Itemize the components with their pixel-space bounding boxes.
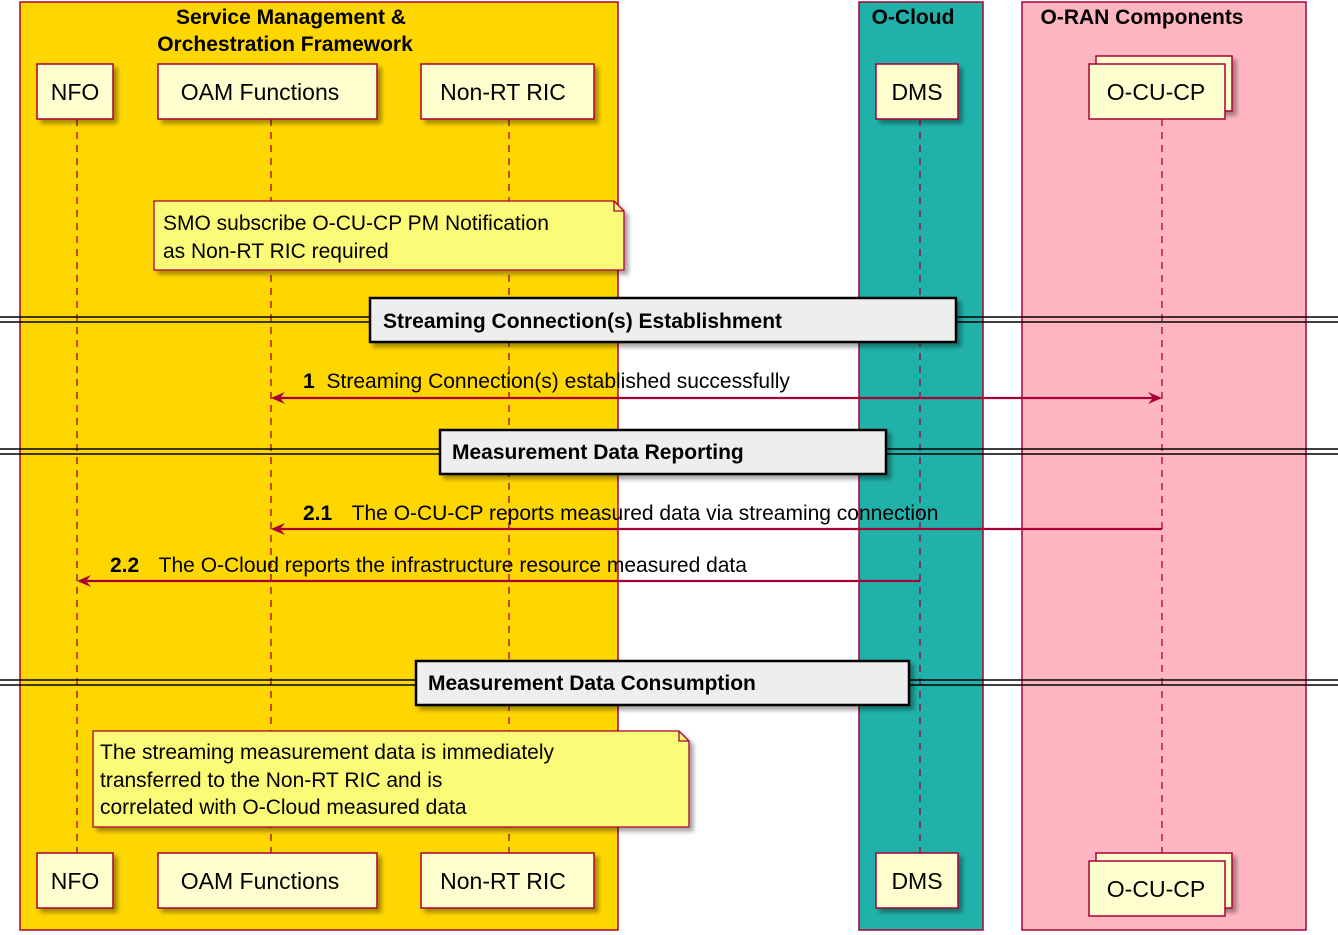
message-2-2-text: The O-Cloud reports the infrastructure r… <box>159 554 748 577</box>
participant-nrt-bottom-label: Non-RT RIC <box>440 868 566 894</box>
participant-oam-bottom-label: OAM Functions <box>181 868 340 894</box>
message-2-2: 2.2 The O-Cloud reports the infrastructu… <box>77 554 920 587</box>
message-1-number: 1 <box>303 370 315 393</box>
divider-measurement-consumption: Measurement Data Consumption <box>0 659 1338 707</box>
participant-dms-bottom-label: DMS <box>891 868 942 894</box>
note-consumption: The streaming measurement data is immedi… <box>92 730 690 828</box>
group-smo-title-1: Service Management & <box>176 6 406 29</box>
participant-nrt-top: Non-RT RIC <box>420 63 595 120</box>
note-consumption-line1: The streaming measurement data is immedi… <box>100 741 555 764</box>
divider-measurement-reporting: Measurement Data Reporting <box>0 428 1338 476</box>
divider-streaming-establishment-label: Streaming Connection(s) Establishment <box>383 310 782 333</box>
note-subscribe-line2: as Non-RT RIC required <box>163 240 389 263</box>
message-2-1-number: 2.1 <box>303 502 333 525</box>
participant-ocucp-bottom: O-CU-CP <box>1088 852 1233 917</box>
group-smo-title-2: Orchestration Framework <box>157 33 413 56</box>
participant-ocucp-label: O-CU-CP <box>1107 79 1205 105</box>
participant-nfo-top: NFO <box>36 63 114 120</box>
participant-nrt-bottom: Non-RT RIC <box>420 852 595 909</box>
participant-oam-label: OAM Functions <box>181 79 340 105</box>
participant-nrt-label: Non-RT RIC <box>440 79 566 105</box>
note-subscribe-line1: SMO subscribe O-CU-CP PM Notification <box>163 212 549 235</box>
divider-measurement-consumption-label: Measurement Data Consumption <box>428 672 756 695</box>
participant-ocucp-bottom-label: O-CU-CP <box>1107 876 1205 902</box>
message-1-text: Streaming Connection(s) established succ… <box>327 370 791 393</box>
participant-nfo-label: NFO <box>51 79 100 105</box>
participant-dms-label: DMS <box>891 79 942 105</box>
note-consumption-line3: correlated with O-Cloud measured data <box>100 796 467 819</box>
divider-streaming-establishment: Streaming Connection(s) Establishment <box>0 296 1338 344</box>
svg-text:2.2 The O-Cloud reports: 2.2 The O-Cloud reports the infrastructu… <box>110 554 747 577</box>
message-2-1-text: The O-CU-CP reports measured data via st… <box>352 502 939 525</box>
svg-text:2.1 The O-CU-CP reports: 2.1 The O-CU-CP reports measured data vi… <box>303 502 938 525</box>
participant-oam-bottom: OAM Functions <box>157 852 378 909</box>
group-oran-title: O-RAN Components <box>1041 6 1244 29</box>
message-2-2-number: 2.2 <box>110 554 139 577</box>
note-subscribe: SMO subscribe O-CU-CP PM Notification as… <box>153 200 625 271</box>
note-consumption-line2: transferred to the Non-RT RIC and is <box>100 769 442 792</box>
participant-dms-bottom: DMS <box>875 852 959 909</box>
group-oran-box <box>1021 1 1307 931</box>
svg-text:1 Streaming Connection(s: 1 Streaming Connection(s) established su… <box>303 370 790 393</box>
message-2-1: 2.1 The O-CU-CP reports measured data vi… <box>271 502 1162 535</box>
participant-oam-top: OAM Functions <box>157 63 378 120</box>
participant-nfo-bottom-label: NFO <box>51 868 100 894</box>
participant-ocucp-top: O-CU-CP <box>1088 55 1233 120</box>
participant-nfo-bottom: NFO <box>36 852 114 909</box>
divider-measurement-reporting-label: Measurement Data Reporting <box>452 441 744 464</box>
message-1: 1 Streaming Connection(s) established su… <box>271 370 1162 404</box>
group-ocloud-title: O-Cloud <box>872 6 955 29</box>
participant-dms-top: DMS <box>875 63 959 120</box>
